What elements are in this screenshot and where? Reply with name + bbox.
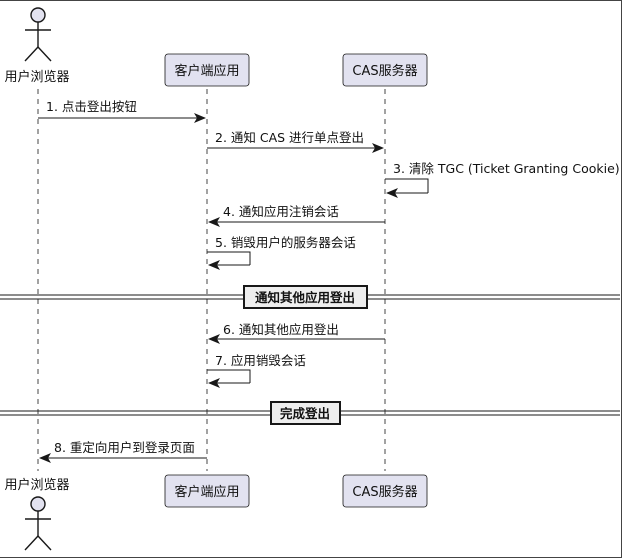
actor-browser-top: 用户浏览器 [4,7,70,85]
divider-label: 完成登出 [280,406,330,421]
actor-browser-bottom: 用户浏览器 [4,477,70,551]
message-label: 2. 通知 CAS 进行单点登出 [215,130,364,145]
participant-label-app: 客户端应用 [174,63,239,79]
message-label: 1. 点击登出按钮 [46,99,137,114]
participant-label-browser: 用户浏览器 [4,69,69,85]
message-3-self: 3. 清除 TGC (Ticket Granting Cookie) [385,161,620,198]
participant-app-bottom: 客户端应用 [164,474,250,508]
message-label: 5. 销毁用户的服务器会话 [215,235,356,250]
participant-label-app: 客户端应用 [174,484,239,500]
participant-label-cas: CAS服务器 [352,484,417,500]
message-2: 2. 通知 CAS 进行单点登出 [207,130,384,153]
participant-cas-bottom: CAS服务器 [342,474,428,508]
message-5-self: 5. 销毁用户的服务器会话 [207,235,356,270]
message-label: 8. 重定向用户到登录页面 [54,440,195,455]
message-label: 3. 清除 TGC (Ticket Granting Cookie) [393,161,620,176]
message-6: 6. 通知其他应用登出 [208,322,385,344]
message-4: 4. 通知应用注销会话 [208,204,385,227]
message-8: 8. 重定向用户到登录页面 [39,440,207,463]
actor-icon [24,496,52,551]
message-label: 7. 应用销毁会话 [215,353,306,368]
participant-label-cas: CAS服务器 [352,63,417,79]
divider-2: 完成登出 [0,401,620,425]
participant-app-top: 客户端应用 [164,53,250,87]
divider-1: 通知其他应用登出 [0,285,620,309]
message-7-self: 7. 应用销毁会话 [207,353,306,388]
message-1: 1. 点击登出按钮 [38,99,206,123]
participant-label-browser: 用户浏览器 [4,477,69,493]
actor-icon [24,7,52,62]
message-label: 4. 通知应用注销会话 [223,204,339,219]
participant-cas-top: CAS服务器 [342,53,428,87]
divider-label: 通知其他应用登出 [255,290,355,305]
message-label: 6. 通知其他应用登出 [223,322,339,337]
